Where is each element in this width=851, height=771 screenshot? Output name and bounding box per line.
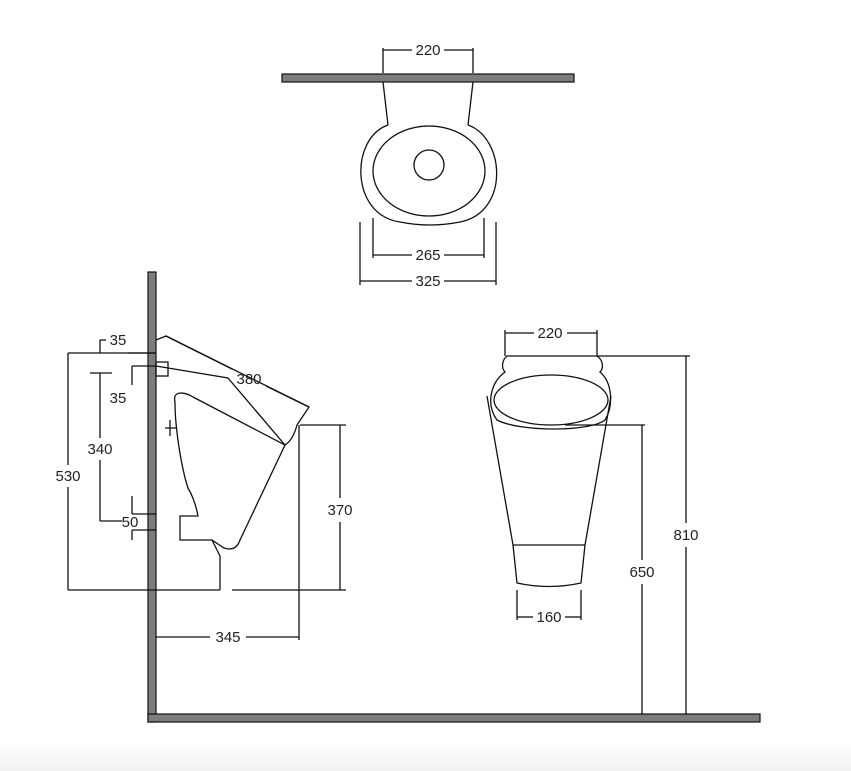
dim-front-160: 160 (516, 590, 582, 626)
dim-side-345: 345 (156, 425, 300, 646)
dim-side-530: 530 (55, 352, 220, 591)
front-view: 220 160 650 810 (486, 325, 699, 714)
dim-front-220: 220 (504, 325, 598, 356)
dim-top-325-label: 325 (415, 273, 440, 290)
side-view: 35 35 380 340 530 (55, 332, 352, 646)
dim-side-50-label: 50 (122, 514, 139, 531)
dim-side-370-label: 370 (327, 502, 352, 519)
top-view-bowl-inner (372, 125, 486, 217)
dim-side-340: 340 (87, 372, 122, 522)
dim-side-50: 50 (122, 496, 156, 540)
dim-side-530-label: 530 (55, 468, 80, 485)
dim-side-370: 370 (232, 424, 353, 591)
dim-side-35-bottom: 35 (110, 365, 156, 407)
dim-top-220-label: 220 (415, 42, 440, 59)
dim-side-380: 380 (165, 335, 310, 408)
dim-side-35-bottom-label: 35 (110, 390, 127, 407)
floor (147, 713, 761, 723)
front-view-foot (512, 544, 586, 588)
front-view-bowl-opening (493, 374, 609, 426)
side-view-body (173, 392, 286, 550)
side-view-inlet (155, 361, 169, 377)
dim-side-380-label: 380 (236, 371, 261, 388)
dim-front-810-label: 810 (673, 527, 698, 544)
dim-top-325: 325 (359, 222, 497, 290)
dim-side-345-label: 345 (215, 629, 240, 646)
bottom-fade (0, 743, 851, 771)
dim-front-650-label: 650 (629, 564, 654, 581)
dim-front-160-label: 160 (536, 609, 561, 626)
dim-top-265-label: 265 (415, 247, 440, 264)
dim-top-265: 265 (372, 218, 485, 264)
top-view-drain (413, 149, 445, 181)
top-view-neck (382, 81, 474, 126)
front-view-cone (486, 395, 612, 546)
dim-side-35-top-label: 35 (110, 332, 127, 349)
top-view-wall (281, 73, 575, 83)
dim-front-650: 650 (565, 424, 655, 714)
side-wall (147, 271, 157, 723)
side-view-top-slab (155, 335, 310, 446)
side-view-inlet-mark (165, 420, 176, 436)
dim-side-340-label: 340 (87, 441, 112, 458)
dim-front-220-label: 220 (537, 325, 562, 342)
top-view-bowl-outer (360, 124, 498, 226)
dim-front-810: 810 (597, 355, 699, 714)
side-view-foot (211, 539, 221, 590)
dim-top-220: 220 (382, 42, 474, 73)
front-view-rim (490, 355, 612, 430)
top-view: 220 265 325 (281, 42, 575, 290)
